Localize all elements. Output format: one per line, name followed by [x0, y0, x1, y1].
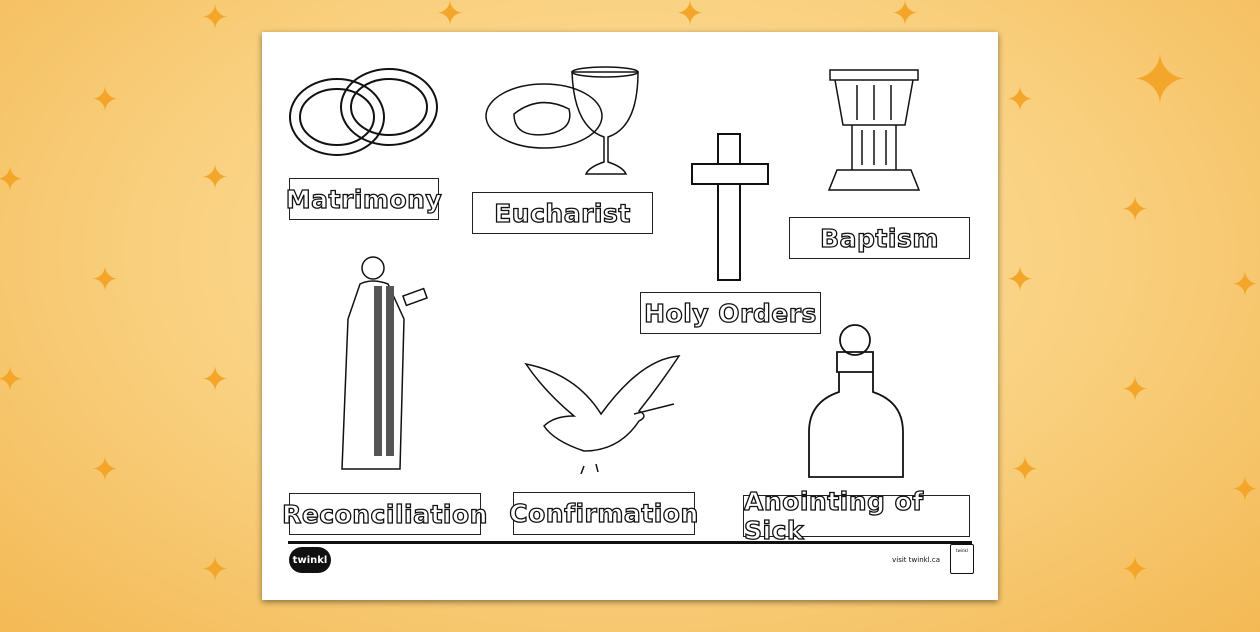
star-icon: ✦ [1005, 260, 1035, 300]
star-icon: ✦ [1230, 265, 1260, 305]
star-icon: ✦ [1130, 39, 1190, 121]
star-icon: ✦ [200, 158, 230, 198]
star-icon: ✦ [90, 450, 120, 490]
label-confirmation: Confirmation [509, 492, 699, 535]
worksheet-page: Matrimony Eucharist Baptism Holy Orders … [262, 32, 998, 600]
star-icon: ✦ [1120, 370, 1150, 410]
oil-bottle-illustration [808, 324, 904, 478]
priest-illustration [341, 256, 429, 470]
star-icon: ✦ [200, 550, 230, 590]
star-icon: ✦ [1005, 80, 1035, 120]
star-icon: ✦ [90, 80, 120, 120]
bread-and-chalice-illustration [485, 66, 639, 175]
star-icon: ✦ [0, 360, 25, 400]
dove-illustration [524, 355, 681, 474]
star-icon: ✦ [675, 0, 705, 34]
star-icon: ✦ [890, 0, 920, 34]
star-icon: ✦ [1230, 470, 1260, 510]
wedding-rings-illustration [289, 68, 438, 156]
star-icon: ✦ [0, 160, 25, 200]
twinkl-logo: twinkl [289, 547, 331, 573]
star-icon: ✦ [1120, 550, 1150, 590]
star-icon: ✦ [435, 0, 465, 34]
star-icon: ✦ [90, 260, 120, 300]
label-reconciliation: Reconciliation [281, 493, 488, 535]
visit-website-text: visit twinkl.ca [892, 556, 940, 564]
label-holy-orders: Holy Orders [640, 292, 821, 334]
star-icon: ✦ [1010, 450, 1040, 490]
label-baptism: Baptism [789, 217, 970, 259]
label-anointing-of-sick: Anointing of Sick [743, 486, 970, 546]
star-icon: ✦ [200, 0, 230, 38]
label-eucharist: Eucharist [472, 192, 653, 234]
footer-divider [288, 541, 972, 544]
star-icon: ✦ [1120, 190, 1150, 230]
quality-badge: twinkl [950, 544, 974, 574]
baptismal-font-illustration [827, 69, 921, 191]
cross-illustration [691, 133, 769, 281]
star-icon: ✦ [200, 360, 230, 400]
label-matrimony: Matrimony [285, 178, 442, 220]
